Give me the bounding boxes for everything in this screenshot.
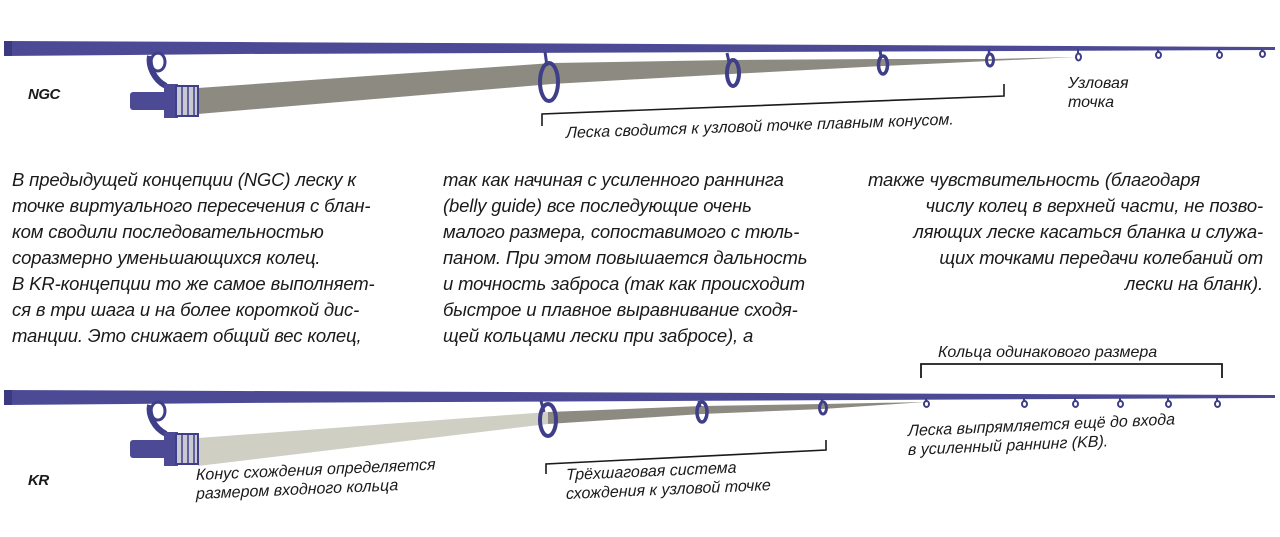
text-column-1: В предыдущей концепции (NGC) леску к точ… (12, 167, 375, 349)
text-line: малого размера, сопоставимого с тюль- (443, 221, 800, 242)
ngc-label: NGC (28, 86, 60, 103)
kr-entry-cone (198, 412, 548, 466)
knot-point-label: Узловая точка (1068, 74, 1129, 112)
text-line: лески на бланк). (1124, 273, 1263, 294)
text-line: В KR-концепции то же самое выполняет- (12, 273, 375, 294)
kr-label: KR (28, 472, 49, 489)
text-line: паном. При этом повышается дальность (443, 247, 808, 268)
kr-three-step-cone (548, 402, 925, 424)
same-size-bracket (920, 363, 1223, 378)
text-column-3: также чувствительность (благодаря числу … (868, 167, 1263, 297)
text-line: точке виртуального пересечения с блан- (12, 195, 371, 216)
spinning-reel-icon (130, 51, 199, 118)
spinning-reel-icon (130, 400, 199, 466)
text-line: ком сводили последовательностью (12, 221, 324, 242)
text-line: В предыдущей концепции (NGC) леску к (12, 169, 356, 190)
rod-guide-icon (538, 49, 1267, 103)
rod-guide-icon (538, 398, 1222, 438)
three-step-bracket (545, 440, 827, 474)
text-line: и точность заброса (так как происходит (443, 273, 805, 294)
text-line: так как начиная с усиленного раннинга (443, 169, 784, 190)
ngc-rod-assembly (4, 41, 1275, 126)
text-line: числу колец в верхней части, не позво- (925, 195, 1263, 216)
text-line: танции. Это снижает общий вес колец, (12, 325, 362, 346)
text-line: щей кольцами лески при забросе), а (443, 325, 754, 346)
ngc-cone-bracket (541, 84, 1005, 126)
kr-rod-assembly (4, 363, 1275, 474)
text-column-2: так как начиная с усиленного раннинга (b… (443, 167, 807, 349)
text-line: соразмерно уменьшающихся колец. (12, 247, 321, 268)
text-line: ся в три шага и на более короткой дис- (12, 299, 360, 320)
knot-point-text: Узловая точка (1068, 75, 1129, 111)
text-line: (belly guide) все последующие очень (443, 195, 752, 216)
ngc-rod-butt (4, 41, 12, 56)
same-size-caption: Кольца одинакового размера (938, 344, 1158, 361)
text-line: также чувствительность (благодаря (868, 169, 1200, 190)
kr-rod-butt (4, 390, 12, 405)
kr-rod-blank (4, 390, 1275, 405)
ngc-rod-blank (4, 41, 1275, 56)
ngc-line-cone (198, 57, 1078, 114)
text-line: щих точками передачи колебаний от (939, 247, 1263, 268)
text-line: ляющих леске касаться бланка и служа- (913, 221, 1263, 242)
text-line: быстрое и плавное выравнивание сходя- (443, 299, 798, 320)
